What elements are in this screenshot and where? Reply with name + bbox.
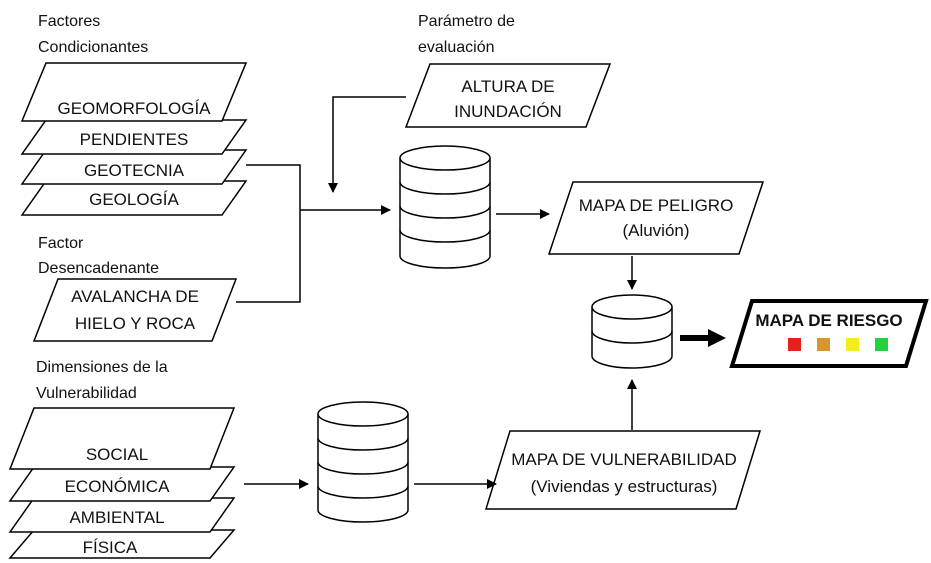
- conditioning-label-line1: Factores: [38, 13, 100, 30]
- risk-legend-swatch: [846, 338, 859, 351]
- trigger-box: [32, 278, 238, 342]
- risk-legend-swatch: [875, 338, 888, 351]
- vulnerability-label-line2: Vulnerabilidad: [36, 385, 137, 402]
- vulnerability-label-line1: Dimensiones de la: [36, 359, 168, 376]
- vulnerability-layers: SOCIAL ECONÓMICA AMBIENTAL FÍSICA: [8, 407, 236, 559]
- layer-social: [8, 407, 236, 470]
- hazard-map-subtitle: (Aluvión): [622, 221, 689, 240]
- database-icon-lower: [317, 401, 409, 523]
- layer-pendientes-text: PENDIENTES: [80, 130, 189, 149]
- arrow-evaluation-to-db: [328, 96, 406, 193]
- trigger-label-line1: Factor: [38, 235, 84, 252]
- risk-legend-swatch: [817, 338, 830, 351]
- evaluation-box-line2: INUNDACIÓN: [454, 102, 562, 121]
- layer-geotecnia-text: GEOTECNIA: [84, 161, 185, 180]
- evaluation-box: [404, 63, 612, 128]
- layer-geologia-text: GEOLOGÍA: [89, 190, 179, 209]
- connector-trigger: [236, 210, 301, 303]
- layer-geomorfologia-text: GEOMORFOLOGÍA: [57, 99, 211, 118]
- trigger-box-line2: HIELO Y ROCA: [75, 314, 196, 333]
- layer-economica-text: ECONÓMICA: [65, 477, 171, 496]
- conditioning-layers: GEOMORFOLOGÍA PENDIENTES GEOTECNIA GEOLO…: [20, 62, 248, 216]
- layer-ambiental-text: AMBIENTAL: [69, 508, 164, 527]
- database-icon-upper: [399, 145, 491, 269]
- hazard-map-title: MAPA DE PELIGRO: [579, 196, 734, 215]
- trigger-label-line2: Desencadenante: [38, 260, 159, 277]
- conditioning-label-line2: Condicionantes: [38, 39, 148, 56]
- layer-social-text: SOCIAL: [86, 445, 148, 464]
- evaluation-label-line2: evaluación: [418, 39, 495, 56]
- risk-legend-swatch: [788, 338, 801, 351]
- hazard-map-box: [547, 181, 765, 255]
- connector-conditioning: [246, 164, 301, 210]
- evaluation-label-line1: Parámetro de: [418, 13, 515, 30]
- layer-fisica-text: FÍSICA: [83, 538, 138, 557]
- evaluation-box-line1: ALTURA DE: [461, 77, 554, 96]
- risk-legend: [788, 338, 888, 351]
- vulnerability-map-subtitle: (Viviendas y estructuras): [531, 477, 718, 496]
- vulnerability-map-box: [484, 430, 762, 510]
- layer-geomorfologia: [20, 62, 248, 122]
- arrow-risk-db-to-risk-map: [680, 329, 726, 347]
- trigger-box-line1: AVALANCHA DE: [71, 287, 199, 306]
- risk-map-title: MAPA DE RIESGO: [755, 311, 902, 330]
- database-icon-risk: [591, 294, 673, 369]
- vulnerability-map-title: MAPA DE VULNERABILIDAD: [511, 450, 736, 469]
